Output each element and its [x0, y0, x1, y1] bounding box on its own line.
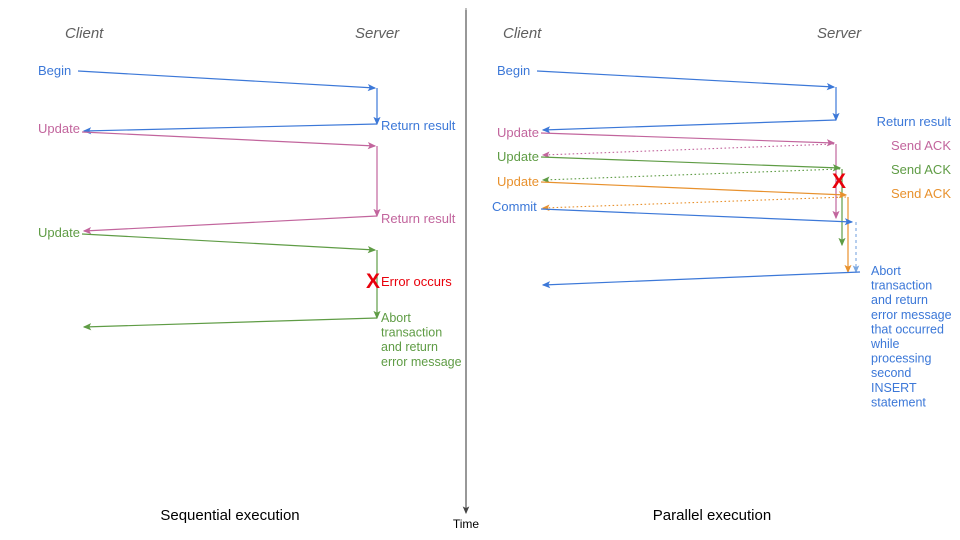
- note-abort-transaction-sequential-line: error message: [381, 355, 462, 369]
- note-abort-transaction-parallel-line: processing: [871, 352, 931, 366]
- client-label-begin: Begin: [38, 63, 71, 78]
- client-label-update-2: Update: [497, 149, 539, 164]
- server-label-send-ack-2: Send ACK: [891, 162, 951, 177]
- msg-return-result-2: [82, 215, 378, 235]
- note-abort-transaction-parallel-line: that occurred: [871, 322, 944, 336]
- panel-caption-sequential: Sequential execution: [160, 507, 299, 524]
- error-marker-parallel-x-icon: X: [832, 170, 846, 193]
- msg-return-result: [541, 119, 837, 134]
- client-label-commit: Commit: [492, 199, 537, 214]
- server-lane-header: Server: [355, 25, 400, 42]
- note-abort-transaction-sequential-line: transaction: [381, 326, 442, 340]
- server-lane-header: Server: [817, 25, 862, 42]
- client-label-update-1: Update: [497, 125, 539, 140]
- msg-update-request-2: [540, 156, 842, 172]
- note-abort-transaction-parallel-line: INSERT: [871, 381, 917, 395]
- server-label-return-result-1: Return result: [381, 118, 456, 133]
- panel-caption-parallel: Parallel execution: [653, 507, 771, 524]
- msg-update-request-1: [81, 131, 377, 150]
- note-abort-transaction-parallel-line: statement: [871, 395, 926, 409]
- note-abort-transaction-sequential-line: and return: [381, 340, 438, 354]
- server-label-send-ack-3: Send ACK: [891, 186, 951, 201]
- note-abort-transaction-parallel-line: Abort: [871, 264, 901, 278]
- msg-begin-request: [536, 70, 836, 91]
- msg-begin-request: [77, 70, 377, 92]
- client-lane-header: Client: [503, 25, 542, 42]
- msg-ack-1: [541, 143, 835, 159]
- note-abort-transaction-parallel-line: while: [870, 337, 900, 351]
- client-label-update-1: Update: [38, 121, 80, 136]
- server-label-return-result: Return result: [877, 114, 952, 129]
- msg-abort-return: [82, 317, 378, 331]
- msg-update-request-1: [540, 132, 836, 147]
- note-abort-transaction-parallel-line: and return: [871, 293, 928, 307]
- msg-abort-return: [541, 271, 861, 289]
- msg-update-request-3: [540, 181, 848, 199]
- msg-return-result-1: [82, 123, 378, 135]
- client-lane-header: Client: [65, 25, 104, 42]
- note-abort-transaction-sequential-line: Abort: [381, 311, 411, 325]
- client-label-update-2: Update: [38, 225, 80, 240]
- server-label-send-ack-1: Send ACK: [891, 138, 951, 153]
- error-marker-sequential-x-icon: X: [366, 270, 380, 293]
- client-label-begin: Begin: [497, 63, 530, 78]
- msg-update-request-2: [81, 233, 377, 254]
- note-abort-transaction-parallel-line: error message: [871, 308, 952, 322]
- note-abort-transaction-parallel-line: second: [871, 366, 911, 380]
- client-label-update-3: Update: [497, 174, 539, 189]
- note-abort-transaction-parallel-line: transaction: [871, 279, 932, 293]
- server-label-return-result-2: Return result: [381, 211, 456, 226]
- msg-ack-2: [541, 168, 841, 184]
- msg-ack-3: [541, 196, 847, 212]
- time-axis-label: Time: [453, 517, 480, 531]
- msg-commit-request: [540, 208, 854, 226]
- error-marker-sequential-label: Error occurs: [381, 274, 452, 289]
